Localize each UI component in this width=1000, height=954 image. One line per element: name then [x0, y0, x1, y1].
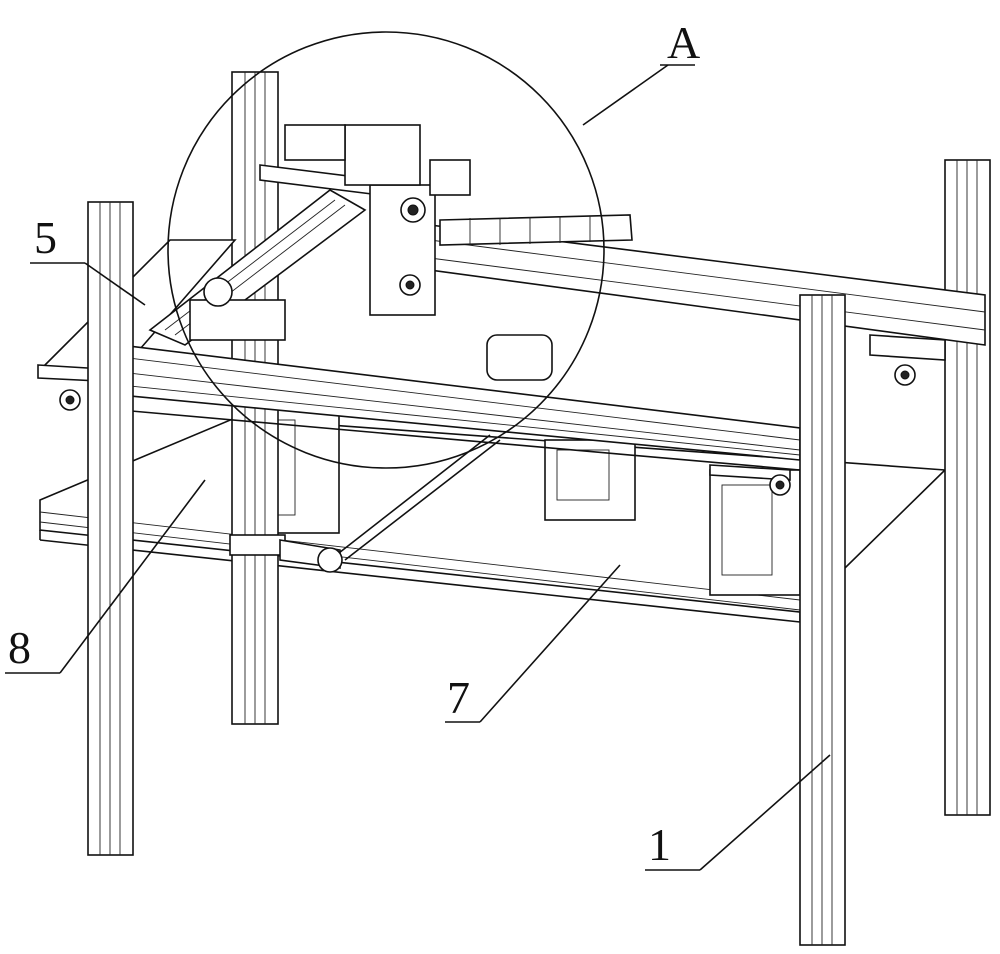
front-rail: [119, 344, 801, 573]
detail-circle-a: [167, 31, 605, 469]
back-right-post: [944, 159, 991, 816]
front-right-post: [799, 294, 846, 946]
gantry-carriage: [148, 124, 633, 381]
label-5: 5: [34, 212, 57, 263]
label-7: 7: [447, 672, 470, 723]
cable-chain: [439, 214, 633, 246]
leader-lines: [5, 64, 831, 871]
label-8: 8: [8, 622, 31, 673]
front-left-post: [87, 201, 134, 856]
label-a: A: [667, 17, 701, 68]
label-1: 1: [648, 819, 671, 870]
back-rail: [429, 224, 986, 386]
